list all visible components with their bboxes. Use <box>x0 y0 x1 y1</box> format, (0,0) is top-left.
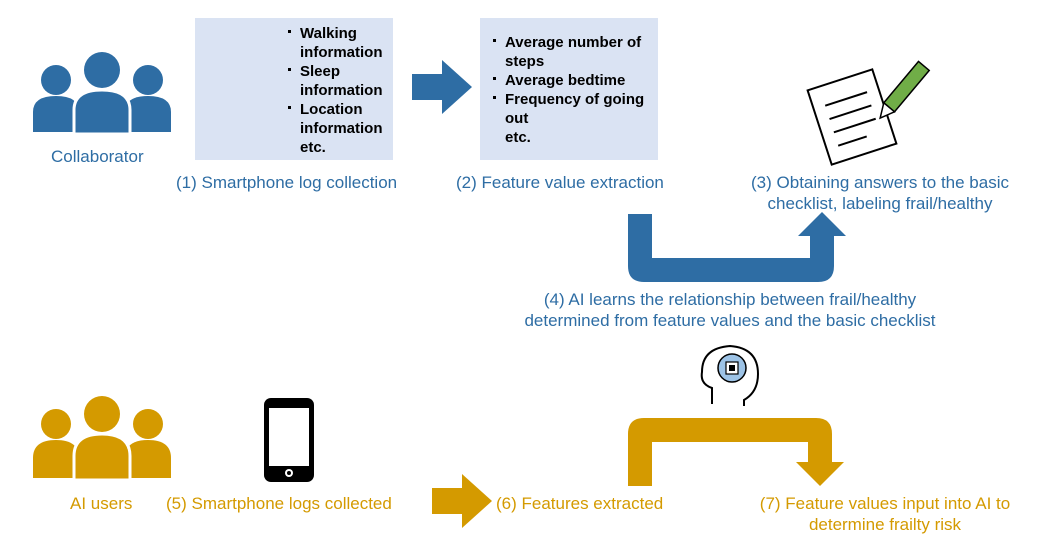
list-item: Average number of steps <box>493 33 658 71</box>
smartphone-log-panel <box>195 18 393 160</box>
step-7-label: (7) Feature values input into AI to dete… <box>735 493 1035 535</box>
smartphone-icon-bottom <box>264 398 314 482</box>
ai-users-people-icon <box>33 396 171 482</box>
ai-users-label: AI users <box>70 494 133 513</box>
step-7-line-2: determine frailty risk <box>808 515 962 534</box>
feature-value-list: Average number of steps Average bedtime … <box>493 33 658 147</box>
right-arrow-icon <box>412 60 472 114</box>
list-item: Sleep information <box>288 62 396 100</box>
step-3-line-1: (3) Obtaining answers to the basic <box>751 173 1009 192</box>
list-etc: etc. <box>505 129 531 146</box>
u-arrow-icon <box>628 212 846 282</box>
step-7-line-1: (7) Feature values input into AI to <box>759 494 1011 513</box>
right-arrow-icon-bottom <box>432 474 492 528</box>
list-item: Average bedtime <box>493 71 658 90</box>
step-2-label: (2) Feature value extraction <box>456 173 664 192</box>
list-etc: etc. <box>300 139 326 156</box>
step-5-label: (5) Smartphone logs collected <box>166 494 392 513</box>
collaborator-label: Collaborator <box>51 147 144 166</box>
inverted-u-arrow-icon <box>628 418 844 486</box>
step-4-label: (4) AI learns the relationship between f… <box>485 289 975 331</box>
step-3-line-2: checklist, labeling frail/healthy <box>767 194 993 213</box>
step-4-line-2: determined from feature values and the b… <box>524 311 936 330</box>
ai-brain-head-icon <box>700 344 760 406</box>
smartphone-log-list: Walking information Sleep information Lo… <box>288 24 396 157</box>
feature-value-panel <box>480 18 658 160</box>
collaborator-people-icon <box>33 52 171 136</box>
list-item: Location information <box>288 100 396 138</box>
step-3-label: (3) Obtaining answers to the basic check… <box>730 172 1030 214</box>
step-1-label: (1) Smartphone log collection <box>176 173 398 192</box>
list-item: Frequency of going out <box>493 90 658 128</box>
checklist-pencil-icon <box>806 60 931 166</box>
step-4-line-1: (4) AI learns the relationship between f… <box>543 290 917 309</box>
list-item: Walking information <box>288 24 396 62</box>
step-6-label: (6) Features extracted <box>496 494 664 513</box>
